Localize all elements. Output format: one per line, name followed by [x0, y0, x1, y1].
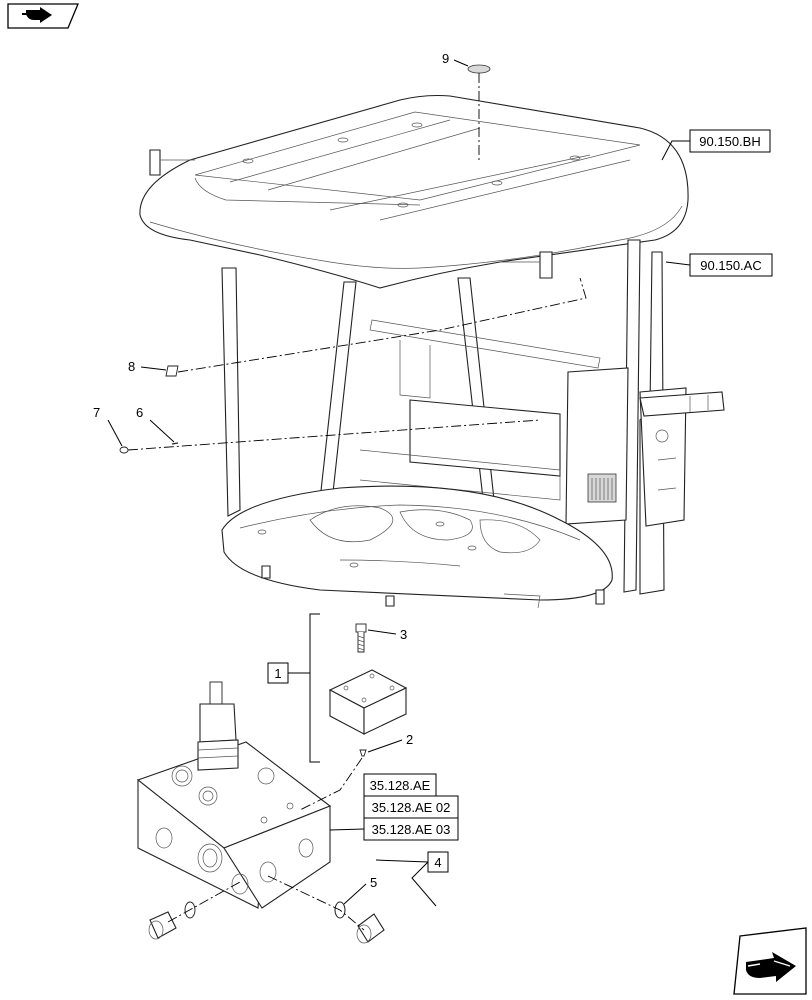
reference-35-128-ae-02[interactable]: 35.128.AE 02	[363, 795, 459, 819]
callout-7-label: 7	[93, 405, 100, 420]
callout-5: 5	[343, 875, 377, 905]
callout-6-label: 6	[136, 405, 143, 420]
leader-plug-left	[167, 881, 241, 923]
callout-7: 7	[93, 405, 123, 447]
leader-6-7-dashed	[127, 419, 541, 451]
callout-1-label: 1	[274, 666, 281, 681]
part-1-block	[328, 669, 408, 735]
callout-3: 3	[367, 627, 407, 642]
leader-block-to-valve	[299, 757, 363, 811]
callout-8: 8	[128, 359, 167, 374]
cab-assembly	[139, 94, 725, 609]
part-6-pin	[171, 442, 179, 445]
reference-35-128-ae[interactable]: 35.128.AE	[363, 773, 437, 797]
callout-6: 6	[136, 405, 175, 443]
next-page-button[interactable]	[733, 927, 807, 995]
part-2-washer	[359, 749, 367, 757]
callout-5-label: 5	[370, 875, 377, 890]
reference-35-128-ae-02-label: 35.128.AE 02	[372, 800, 451, 815]
reference-35-128-ae-03[interactable]: 35.128.AE 03	[329, 817, 459, 841]
plug-left	[148, 911, 177, 940]
part-9-plug	[467, 64, 491, 74]
callout-4[interactable]: 4	[375, 851, 449, 907]
leader-plug-right	[267, 875, 365, 931]
callout-3-label: 3	[400, 627, 407, 642]
leader-8-dashed	[177, 277, 587, 373]
reference-35-128-ae-03-label: 35.128.AE 03	[372, 822, 451, 837]
arrow-left-icon	[22, 7, 52, 23]
callout-4-label: 4	[434, 855, 441, 870]
part-3-bolt	[355, 623, 367, 653]
reference-90-150-ac[interactable]: 90.150.AC	[665, 253, 773, 277]
arrow-right-icon	[746, 952, 796, 982]
prev-page-button[interactable]	[7, 3, 79, 29]
callout-2-label: 2	[406, 732, 413, 747]
callout-2: 2	[367, 732, 413, 753]
part-4-plug	[356, 913, 385, 944]
part-7-ring	[119, 446, 129, 454]
callout-9: 9	[442, 51, 469, 67]
valve-block	[136, 681, 332, 909]
reference-90-150-bh[interactable]: 90.150.BH	[661, 129, 771, 161]
part-8-clip	[165, 365, 179, 377]
reference-90-150-ac-label: 90.150.AC	[700, 258, 761, 273]
callout-8-label: 8	[128, 359, 135, 374]
reference-35-128-ae-label: 35.128.AE	[370, 778, 431, 793]
callout-9-label: 9	[442, 51, 449, 66]
callout-1[interactable]: 1	[267, 613, 320, 763]
reference-90-150-bh-label: 90.150.BH	[699, 134, 760, 149]
